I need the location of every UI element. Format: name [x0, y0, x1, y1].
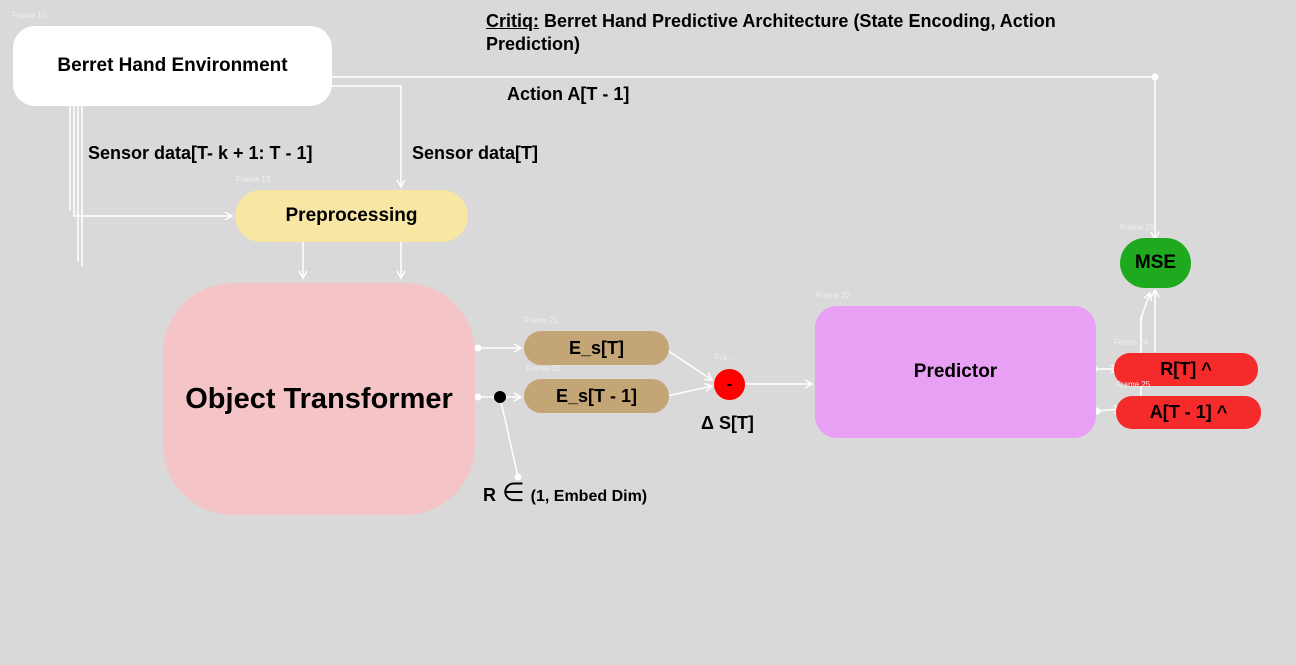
object-transformer-node: Object Transformer: [163, 283, 475, 515]
diagram-title: Critiq: Berret Hand Predictive Architect…: [486, 10, 1146, 56]
reward-prediction-node: R[T] ^: [1114, 353, 1258, 386]
action-label: Action A[T - 1]: [507, 84, 630, 104]
mse-label: MSE: [1134, 252, 1177, 273]
sensor-current-label: Sensor data[T]: [412, 143, 539, 163]
title-prefix: Critiq:: [486, 11, 539, 31]
frame-tag-env: Frame 10: [12, 11, 47, 20]
predictor-node: Predictor: [815, 306, 1096, 438]
environment-node: Berret Hand Environment: [13, 26, 332, 106]
embedding-t-node: E_s[T]: [524, 331, 669, 365]
r-token-name: R: [483, 485, 496, 505]
wire-sensor-t: [332, 85, 406, 189]
difference-symbol: -: [726, 375, 733, 393]
frame-tag-predictor: Frame 22: [816, 291, 851, 300]
preprocessing-node: Preprocessing: [235, 190, 468, 242]
sensor-history-label: Sensor data[T- k + 1: T - 1]: [88, 143, 313, 163]
frame-tag-rt: Frame 24: [1114, 338, 1149, 347]
r-token-label: R ∈ (1, Embed Dim): [483, 478, 647, 508]
frame-tag-at1: Frame 25: [1116, 380, 1151, 389]
r-token-shape: (1, Embed Dim): [530, 488, 648, 505]
delta-state-label: Δ S[T]: [701, 413, 754, 433]
wire-es-t1-to-minus: [666, 382, 714, 397]
action-prediction-label: A[T - 1] ^: [1149, 402, 1228, 422]
element-of-symbol: ∈: [502, 478, 525, 508]
mse-node: MSE: [1120, 238, 1191, 288]
object-transformer-label: Object Transformer: [185, 382, 453, 415]
difference-node: -: [714, 369, 745, 400]
embedding-t-minus-1-node: E_s[T - 1]: [524, 379, 669, 413]
frame-tag-mse: Frame 26: [1120, 223, 1155, 232]
embedding-t-minus-1-label: E_s[T - 1]: [555, 385, 638, 406]
wire-r-token: [499, 396, 519, 478]
frame-tag-pre: Frame 13: [236, 175, 271, 184]
predictor-label: Predictor: [913, 361, 998, 382]
frame-tag-es-t1: Frame 20: [526, 364, 561, 373]
wire-action-joint: [1151, 73, 1159, 81]
environment-label: Berret Hand Environment: [57, 55, 288, 76]
action-prediction-node: A[T - 1] ^: [1116, 396, 1261, 429]
frame-tag-es-t: Frame 21: [524, 316, 559, 325]
preprocessing-label: Preprocessing: [285, 205, 418, 226]
frame-tag-minus: Fra...: [715, 353, 734, 362]
embedding-t-label: E_s[T]: [568, 337, 624, 358]
wire-r-to-mse-1: [1140, 291, 1153, 352]
wire-history-2: [73, 106, 234, 221]
title-text: Berret Hand Predictive Architecture (Sta…: [486, 11, 1056, 54]
r-token-dot: [494, 391, 506, 403]
reward-prediction-label: R[T] ^: [1160, 359, 1212, 379]
wire-es-t-to-minus: [666, 349, 714, 381]
